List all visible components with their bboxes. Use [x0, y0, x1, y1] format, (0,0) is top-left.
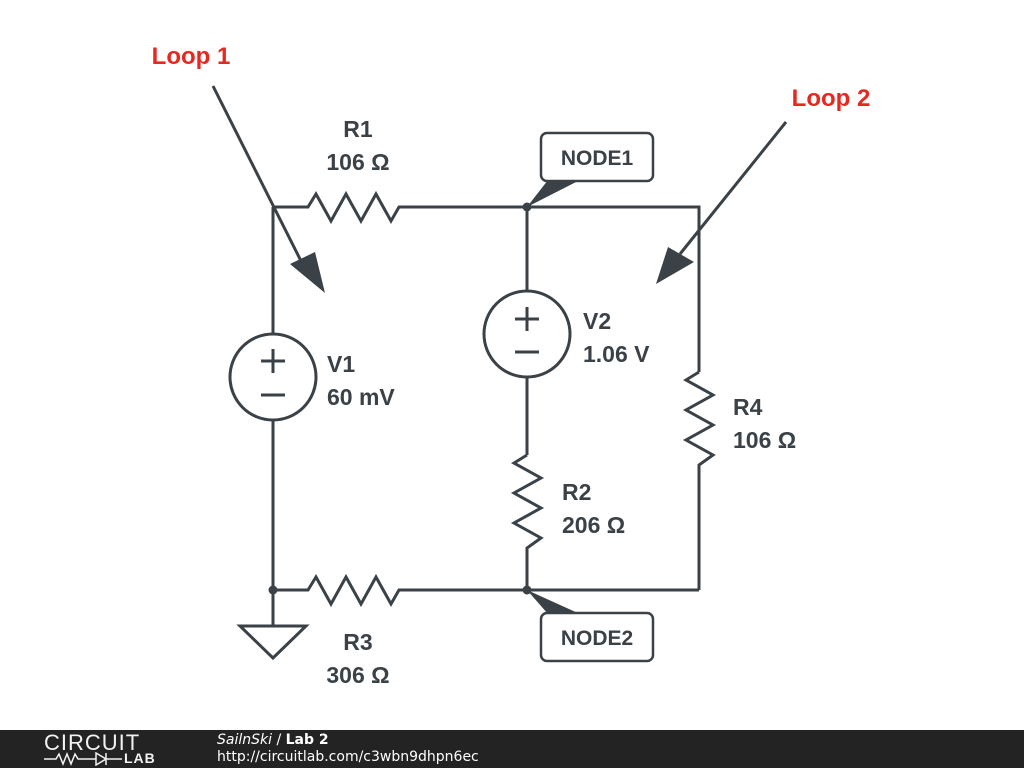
loop1-arrowhead	[290, 252, 325, 293]
loop1-label: Loop 1	[152, 43, 231, 70]
junction-ground	[268, 585, 278, 595]
logo-circuit-text: CIRCUIT	[44, 730, 141, 755]
resistor-r4	[682, 370, 717, 590]
loop2-label: Loop 2	[792, 85, 871, 112]
v2-name: V2	[583, 308, 611, 334]
r4-name: R4	[733, 394, 763, 420]
v2-value: 1.06 V	[583, 341, 650, 367]
node2-label: NODE2	[561, 627, 633, 650]
node2-tag-pointer	[527, 590, 580, 614]
byline-separator: /	[272, 732, 286, 748]
logo-lab-text: LAB	[124, 750, 156, 766]
resistor-r1	[273, 190, 527, 225]
circuit-byline: SailnSki / Lab 2	[217, 732, 479, 749]
v1-value: 60 mV	[327, 384, 395, 410]
r2-name: R2	[562, 479, 591, 505]
source-v2	[482, 289, 572, 379]
circuitlab-logo[interactable]: CIRCUIT LAB	[44, 732, 174, 766]
node1-tag-box	[539, 131, 655, 183]
r1-value: 106 Ω	[326, 149, 389, 175]
resistor-r2	[510, 453, 545, 590]
circuit-title[interactable]: Lab 2	[285, 732, 329, 748]
r3-value: 306 Ω	[326, 662, 389, 688]
circuit-schematic: R1 106 Ω V1 60 mV V2 1.06 V R4 106 Ω R2 …	[152, 43, 871, 688]
loop2-arrow-line	[678, 121, 788, 255]
resistor-r3	[273, 573, 699, 608]
node1-label: NODE1	[561, 147, 634, 170]
node2-tag-box	[539, 611, 655, 663]
r1-name: R1	[343, 116, 373, 142]
v2-plus-sign	[515, 307, 539, 331]
loop1-arrow-line	[211, 85, 304, 264]
node1-tag-pointer	[527, 180, 580, 207]
r2-value: 206 Ω	[562, 512, 625, 538]
v1-name: V1	[327, 351, 355, 377]
loop2-arrowhead	[656, 247, 694, 284]
footer-bar: CIRCUIT LAB SailnSki / Lab 2 http://circ…	[0, 730, 1024, 768]
r3-name: R3	[343, 629, 372, 655]
ground-symbol	[236, 624, 310, 661]
source-v1	[228, 332, 318, 422]
r4-value: 106 Ω	[733, 427, 796, 453]
logo-resistor-diode-icon	[44, 752, 122, 766]
circuit-url[interactable]: http://circuitlab.com/c3wbn9dhpn6ec	[217, 749, 479, 765]
circuit-meta: SailnSki / Lab 2 http://circuitlab.com/c…	[217, 732, 479, 766]
v1-plus-sign	[261, 349, 285, 373]
author-name[interactable]: SailnSki	[217, 732, 273, 748]
wire-top-right	[527, 205, 701, 372]
